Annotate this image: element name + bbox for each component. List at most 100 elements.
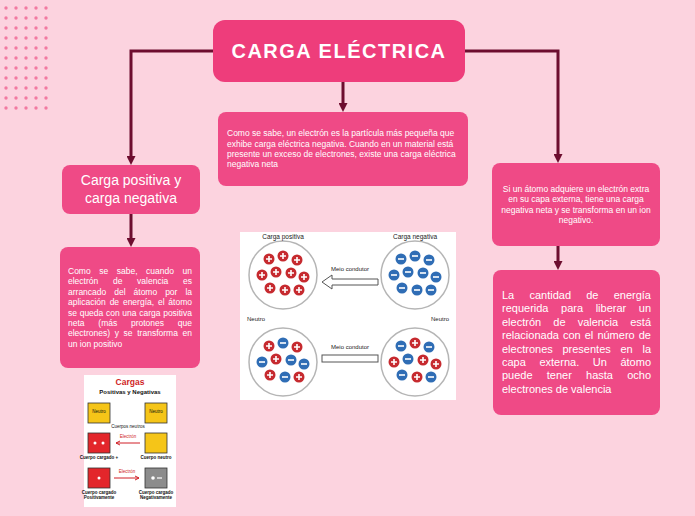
dot [34,16,37,19]
charge-sign [398,345,404,347]
connector [557,246,560,261]
dot [24,46,27,49]
positive-charge [271,267,282,278]
positive-charge [410,338,421,349]
dot [24,26,27,29]
illustration-panel [240,232,456,400]
charge-sign [288,359,294,361]
dot [44,6,47,9]
body-label: Neutro [88,410,110,415]
positive-charge [278,251,289,262]
neutral-body [145,403,167,423]
electron-dot [151,476,155,480]
dot [4,56,7,59]
chart-label: Meio condutor [320,266,380,273]
positive-charge [418,355,429,366]
box-text: CARGA ELÉCTRICA [223,39,455,63]
dot [14,36,17,39]
dot [44,56,47,59]
dot [24,76,27,79]
negative-charge [389,270,400,281]
dot [34,76,37,79]
positive-charge [292,342,303,353]
charge-sign [399,374,405,376]
charge-sign [433,276,439,278]
connector [342,82,345,103]
charge-sign [414,374,420,380]
dot [24,106,27,109]
dot-mark [98,477,101,480]
positive-charge [257,270,268,281]
dot [44,36,47,39]
dot [34,96,37,99]
charge-sign [399,287,405,289]
info-box: La cantidad de energía requerida para li… [493,270,660,415]
charge-sign [267,372,273,378]
info-box: Si un átomo adquiere un electrón extra e… [492,163,660,246]
info-box: Como se sabe, un electrón es la partícul… [218,112,468,186]
dot [34,26,37,29]
charge-sphere [381,328,449,396]
charge-sign [259,272,265,278]
charge-sphere [249,328,317,396]
charge-sign [266,343,272,349]
caption-label: Cuerpo cargado + [79,456,119,461]
dot [14,96,17,99]
negative-charge [397,370,408,381]
charge-sign [294,344,300,350]
charge-sign [405,358,411,360]
dot [44,46,47,49]
dot [44,106,47,109]
positive-charge [271,354,282,365]
charge-sign [259,361,265,363]
dot-mark [102,442,105,445]
dot [44,76,47,79]
charge-sign [433,361,439,367]
positive-charge [294,372,305,383]
dot [24,36,27,39]
charge-sign [391,359,397,365]
charge-sign [282,287,288,293]
negative-charge [410,251,421,262]
charged-body [88,433,110,453]
connector [130,214,133,238]
dot [34,106,37,109]
dot [14,86,17,89]
box-text: La cantidad de energía requerida para li… [502,289,651,396]
negative-charge [257,357,268,368]
charge-sphere [381,241,449,309]
body-label: Neutro [145,410,167,415]
dot [4,6,7,9]
minus-mark [157,477,162,478]
positive-charge [294,285,305,296]
dot [24,96,27,99]
dot [34,36,37,39]
dot [34,46,37,49]
charge-sign [280,342,286,344]
neutral-body [88,403,110,423]
positive-charge [292,255,303,266]
dot [14,106,17,109]
positive-charge [431,359,442,370]
sphere-outline [381,328,449,396]
charge-sign [412,255,418,257]
negative-charge [286,355,297,366]
sphere-outline [381,241,449,309]
box-text: Si un átomo adquiere un electrón extra e… [500,184,652,225]
arrow-label: Electrón [115,435,141,440]
positive-charge [264,341,275,352]
positive-charge [280,285,291,296]
dot [24,6,27,9]
charge-sign [301,363,307,365]
charge-sign [412,340,418,346]
dot [4,66,7,69]
positive-charge [286,268,297,279]
connector [131,51,213,156]
dot [14,6,17,9]
positive-charge [265,370,276,381]
dot [34,6,37,9]
dot [4,26,7,29]
title-box: CARGA ELÉCTRICA [213,20,465,82]
dot [4,16,7,19]
caption-label: Cuerpo cargado Positivamente [80,491,118,501]
